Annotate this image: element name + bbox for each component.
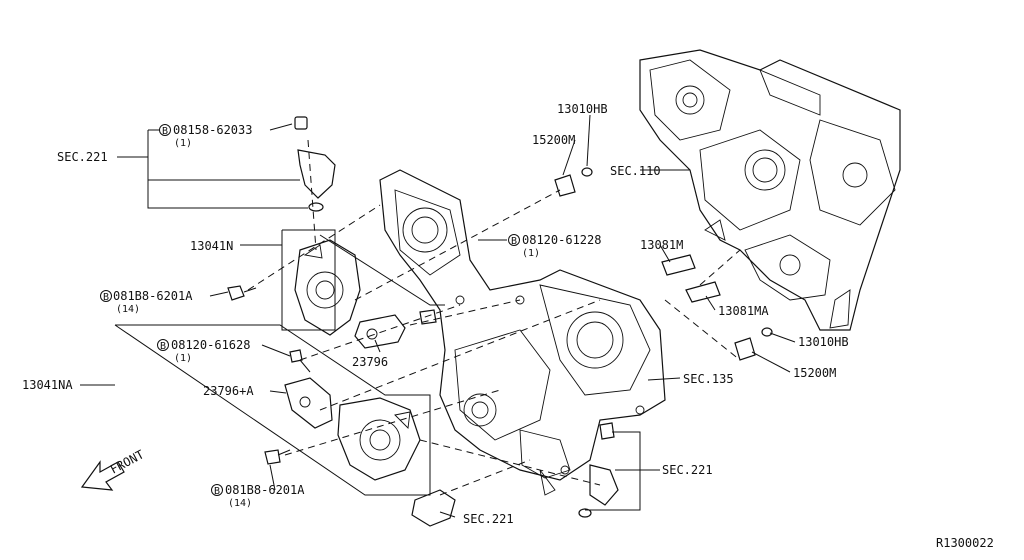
callout-bolt-081b8-top-qty: (14) [116, 304, 140, 315]
bolt-marker-label: B [214, 486, 220, 497]
callout-sec221-bottom: SEC.221 [463, 512, 514, 526]
timing-chain-cover [379, 169, 666, 496]
solenoid-23796a [284, 377, 333, 429]
callout-sec221-right: SEC.221 [662, 463, 713, 477]
diagram-id: R1300022 [936, 536, 994, 550]
callout-13081ma: 13081MA [718, 304, 769, 318]
callout-23796: 23796 [352, 355, 388, 369]
callout-bolt-08158: 08158-62033 [173, 123, 252, 137]
callout-sec135: SEC.135 [683, 372, 734, 386]
engine-block [639, 49, 901, 331]
callout-sec221-top: SEC.221 [57, 150, 108, 164]
callout-23796a: 23796+A [203, 384, 254, 398]
bolt-marker-label: B [511, 236, 517, 247]
callout-13041na: 13041NA [22, 378, 73, 392]
vtc-cover-13041na [337, 397, 421, 481]
front-arrow-icon [80, 460, 125, 491]
bolt-marker-label: B [160, 341, 166, 352]
callout-13010hb-top: 13010HB [557, 102, 608, 116]
bolt-marker-icon [100, 124, 520, 496]
callout-13041n: 13041N [190, 239, 233, 253]
callout-bolt-081b8-bot-qty: (14) [228, 498, 252, 509]
assembly-dash-lines [247, 139, 741, 496]
callout-bolt-08120-612-qty: (1) [522, 248, 540, 259]
cam-sensor-top [294, 116, 336, 212]
vtc-cover-13041n [294, 239, 361, 336]
callout-bolt-081b8-top: 081B8-6201A [113, 289, 193, 303]
callout-bolt-081b8-bot: 081B8-6201A [225, 483, 305, 497]
crank-sensor-bottom [411, 489, 456, 527]
callout-bolt-08158-qty: (1) [174, 138, 192, 149]
bolt-parts [227, 285, 619, 518]
callout-15200m-right: 15200M [793, 366, 836, 380]
callout-front: FRONT [108, 447, 146, 476]
callout-13010hb-right: 13010HB [798, 335, 849, 349]
callout-bolt-08120-612: 08120-61228 [522, 233, 601, 247]
callout-13081m: 13081M [640, 238, 683, 252]
leader-lines [80, 114, 796, 518]
bolt-marker-label: B [162, 126, 168, 137]
callout-bolt-08120-616: 08120-61628 [171, 338, 250, 352]
callout-bolt-08120-616-qty: (1) [174, 353, 192, 364]
callout-sec110: SEC.110 [610, 164, 661, 178]
solenoid-23796 [354, 314, 406, 349]
callout-15200m-top: 15200M [532, 133, 575, 147]
bolt-marker-label: B [103, 292, 109, 303]
